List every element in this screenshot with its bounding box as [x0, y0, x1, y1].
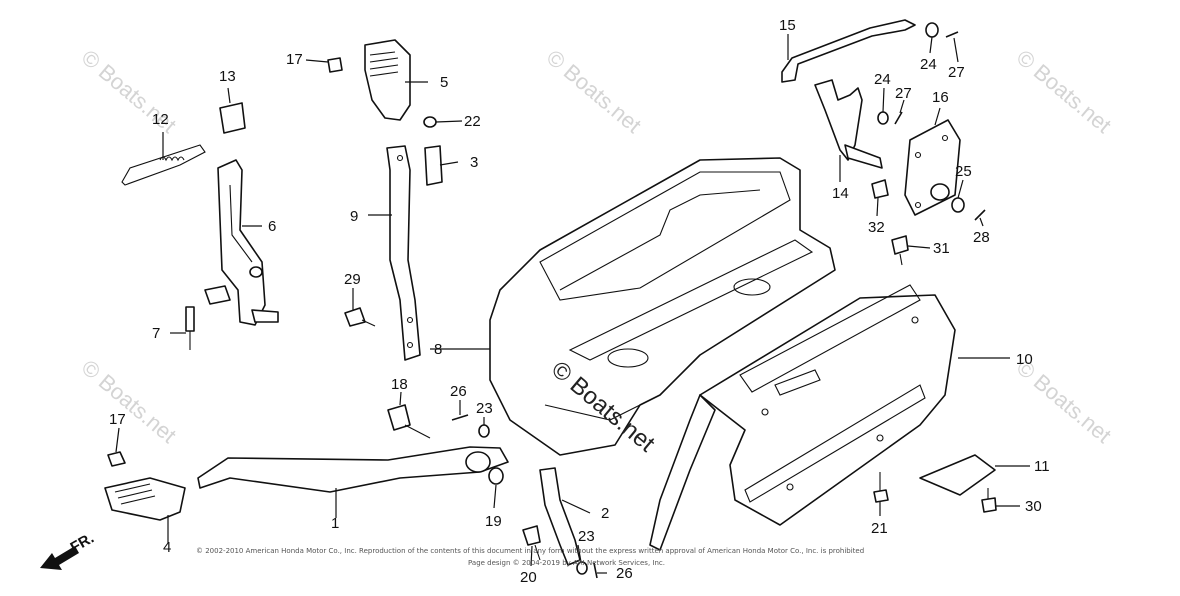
part-label-14: 14	[832, 185, 849, 202]
part-label-12: 12	[152, 111, 169, 128]
part-label-2: 2	[601, 505, 609, 522]
part-4-pedal-pad-shape	[104, 477, 186, 521]
part-label-31: 31	[933, 240, 950, 257]
part-10-base-plate-shape	[649, 284, 956, 551]
hardware-shapes	[107, 22, 997, 579]
watermark-bottom-right: © Boats.net	[1012, 355, 1116, 448]
part-5-knob-shape	[364, 39, 411, 121]
part-12-spring-shape	[121, 144, 206, 186]
part-label-26-top: 26	[450, 383, 467, 400]
part-label-21: 21	[871, 520, 888, 537]
part-13-block-shape	[219, 102, 246, 134]
part-label-3: 3	[470, 154, 478, 171]
part-2-link-shape	[539, 467, 581, 566]
part-6-bracket-shape	[204, 159, 279, 326]
part-label-13: 13	[219, 68, 236, 85]
copyright-line-1: © 2002-2010 American Honda Motor Co., In…	[196, 547, 864, 555]
part-11-bracket-shape	[919, 454, 996, 496]
part-label-9: 9	[350, 208, 358, 225]
part-label-20: 20	[520, 569, 537, 586]
part-label-29: 29	[344, 271, 361, 288]
part-label-17-top: 17	[286, 51, 303, 68]
part-label-16: 16	[932, 89, 949, 106]
front-arrow-icon	[40, 546, 79, 570]
part-8-cover-shape	[489, 157, 836, 456]
part-1-lever-arm-shape	[197, 446, 509, 493]
part-label-27-top: 27	[948, 64, 965, 81]
part-label-6: 6	[268, 218, 276, 235]
part-label-19: 19	[485, 513, 502, 530]
part-label-23-top: 23	[476, 400, 493, 417]
part-9-link-shape	[386, 145, 421, 361]
watermark-top-center: © Boats.net	[542, 45, 646, 138]
part-label-24-top: 24	[920, 56, 937, 73]
part-15-rod-shape	[781, 19, 916, 83]
part-label-17-bottom: 17	[109, 411, 126, 428]
part-label-1: 1	[331, 515, 339, 532]
part-label-22: 22	[464, 113, 481, 130]
watermark-top-right: © Boats.net	[1012, 45, 1116, 138]
part-label-10: 10	[1016, 351, 1033, 368]
part-label-30: 30	[1025, 498, 1042, 515]
part-label-15: 15	[779, 17, 796, 34]
leader-lines	[115, 34, 1030, 574]
part-3-plate-shape	[424, 145, 443, 186]
copyright-line-2: Page design © 2004-2019 by ARI Network S…	[468, 559, 665, 567]
part-label-8: 8	[434, 341, 442, 358]
part-14-bracket-shape	[814, 79, 883, 169]
part-label-32: 32	[868, 219, 885, 236]
part-label-4: 4	[163, 539, 171, 556]
front-direction-indicator: FR.	[40, 530, 97, 570]
part-16-plate-shape	[904, 119, 961, 216]
part-label-5: 5	[440, 74, 448, 91]
part-label-18: 18	[391, 376, 408, 393]
part-label-11: 11	[1034, 458, 1050, 475]
part-label-7: 7	[152, 325, 160, 342]
part-label-23-bottom: 23	[578, 528, 595, 545]
part-labels: 1 2 3 4 5 6 7 8 9 10 11 12 13 14 15 16 1…	[109, 17, 1050, 586]
part-label-26-bottom: 26	[616, 565, 633, 582]
part-label-25: 25	[955, 163, 972, 180]
watermark-bottom-left: © Boats.net	[77, 355, 181, 448]
part-label-28: 28	[973, 229, 990, 246]
part-label-27-middle: 27	[895, 85, 912, 102]
part-label-24-middle: 24	[874, 71, 891, 88]
